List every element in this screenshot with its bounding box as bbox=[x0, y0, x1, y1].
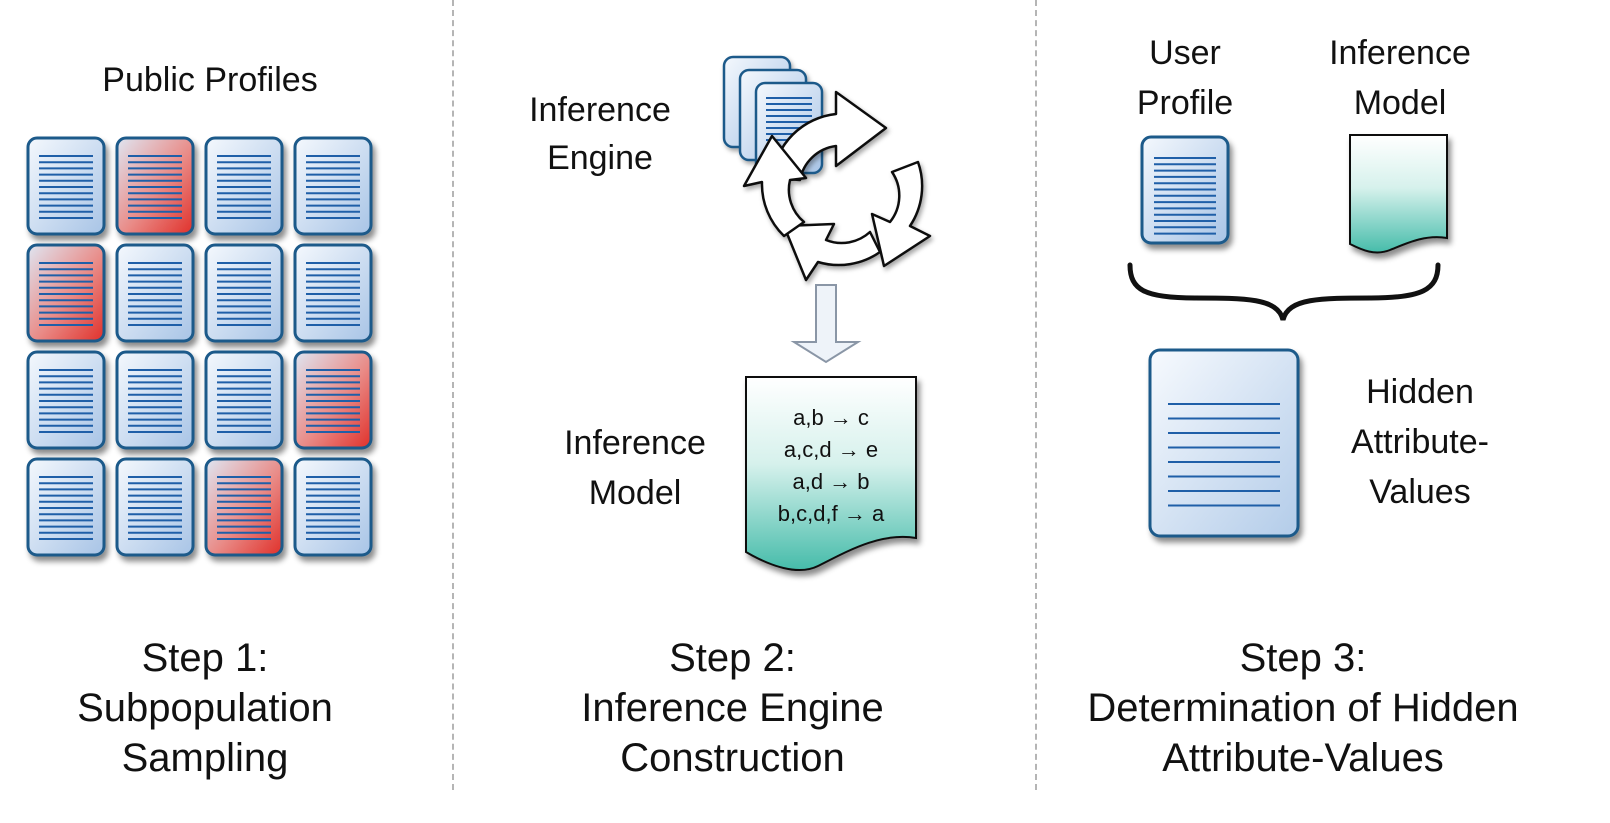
public-profiles-title-text: Public Profiles bbox=[102, 61, 318, 99]
step-2-heading: Step 2: bbox=[669, 636, 796, 680]
inference-model-label-line2: Model bbox=[588, 474, 682, 512]
inference-model-label-line1: Inference bbox=[564, 424, 706, 462]
step3-inference-model-label-line1: Inference bbox=[1329, 34, 1471, 72]
profile-document-icon bbox=[26, 350, 106, 450]
hidden-attribute-values-line3: Values bbox=[1369, 473, 1471, 511]
hidden-attribute-values-document-icon bbox=[1148, 348, 1300, 538]
step-1-caption: Step 1: Subpopulation Sampling bbox=[20, 633, 390, 783]
user-profile-label-line1: User bbox=[1149, 34, 1221, 72]
inference-engine-label-line1: Inference bbox=[529, 91, 671, 129]
profile-document-icon bbox=[115, 243, 195, 343]
profile-document-icon bbox=[115, 350, 195, 450]
step-3-caption: Step 3: Determination of Hidden Attribut… bbox=[1048, 633, 1558, 783]
rule-2: a,c,d → e bbox=[783, 437, 879, 462]
profile-document-icon bbox=[204, 350, 284, 450]
public-profiles-grid bbox=[26, 136, 373, 557]
profile-document-icon-highlighted bbox=[26, 243, 106, 343]
inference-rules: a,b → c a,c,d → e a,d → b b,c,d,f → a bbox=[746, 402, 916, 530]
step-3-line3: Attribute-Values bbox=[1162, 736, 1444, 780]
profile-document-icon bbox=[115, 457, 195, 557]
profile-document-icon bbox=[204, 136, 284, 236]
inference-engine-label-line2: Engine bbox=[547, 139, 653, 177]
step-2-line2: Inference Engine bbox=[581, 686, 884, 730]
step3-inference-model-label: Inference Model bbox=[1305, 28, 1495, 128]
curly-brace bbox=[1127, 262, 1441, 321]
profile-document-icon bbox=[293, 243, 373, 343]
profile-document-icon bbox=[26, 136, 106, 236]
profile-document-icon bbox=[204, 243, 284, 343]
user-profile-label: User Profile bbox=[1110, 28, 1260, 128]
public-profiles-title: Public Profiles bbox=[60, 60, 360, 101]
step3-inference-model-label-line2: Model bbox=[1353, 84, 1447, 122]
inference-engine-label: Inference Engine bbox=[500, 86, 700, 182]
step-1-line2: Subpopulation bbox=[77, 686, 333, 730]
inference-model-document bbox=[745, 376, 917, 571]
user-profile-lines bbox=[1154, 157, 1216, 235]
step-3-line2: Determination of Hidden bbox=[1087, 686, 1519, 730]
down-arrow-icon bbox=[790, 284, 862, 364]
inference-model-label: Inference Model bbox=[542, 418, 728, 518]
panel-divider-left bbox=[452, 0, 454, 790]
step-2-caption: Step 2: Inference Engine Construction bbox=[545, 633, 920, 783]
rule-4: b,c,d,f → a bbox=[777, 501, 885, 526]
profile-document-icon bbox=[293, 136, 373, 236]
hidden-attribute-values-label: Hidden Attribute- Values bbox=[1325, 367, 1515, 517]
cycle-arrows-icon bbox=[742, 90, 932, 282]
rule-3: a,d → b bbox=[792, 469, 870, 494]
profile-document-icon-highlighted bbox=[204, 457, 284, 557]
hidden-attribute-values-line1: Hidden bbox=[1366, 373, 1474, 411]
panel-divider-right bbox=[1035, 0, 1037, 790]
hidden-attribute-values-lines bbox=[1168, 403, 1280, 507]
profile-document-icon bbox=[293, 457, 373, 557]
hidden-attribute-values-line2: Attribute- bbox=[1351, 423, 1489, 461]
user-profile-label-line2: Profile bbox=[1136, 84, 1234, 122]
step-1-line3: Sampling bbox=[121, 736, 289, 780]
profile-document-icon-highlighted bbox=[293, 350, 373, 450]
inference-model-icon bbox=[1349, 134, 1448, 254]
step-1-heading: Step 1: bbox=[141, 636, 269, 680]
profile-document-icon-highlighted bbox=[115, 136, 195, 236]
rule-1: a,b → c bbox=[793, 405, 869, 430]
profile-document-icon bbox=[26, 457, 106, 557]
step-2-line3: Construction bbox=[620, 736, 845, 780]
step-3-heading: Step 3: bbox=[1239, 636, 1367, 680]
